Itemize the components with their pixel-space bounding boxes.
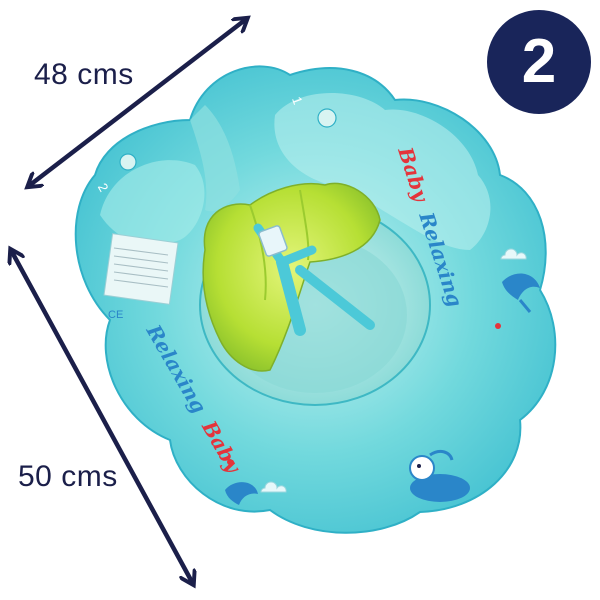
double-arrow-icon	[12, 252, 192, 582]
ce-mark: CE	[108, 309, 123, 321]
step-number: 2	[521, 27, 557, 96]
valve-left-icon	[119, 153, 137, 171]
baby-seat	[202, 182, 381, 372]
chamber-number-right: 1	[289, 95, 306, 107]
valve-top-icon	[317, 108, 337, 128]
length-measurement-label: 50 cms	[18, 460, 118, 493]
step-number-badge: 2	[487, 10, 591, 114]
double-arrow-icon	[30, 20, 245, 185]
info-label	[103, 233, 179, 305]
dolphin-icon	[225, 482, 258, 505]
star-icon	[227, 323, 501, 465]
cloud-icon	[260, 248, 527, 493]
width-measurement-label: 48 cms	[34, 58, 134, 91]
dolphin-icon	[502, 273, 540, 313]
cartoon-dolphin-icon	[409, 449, 470, 502]
